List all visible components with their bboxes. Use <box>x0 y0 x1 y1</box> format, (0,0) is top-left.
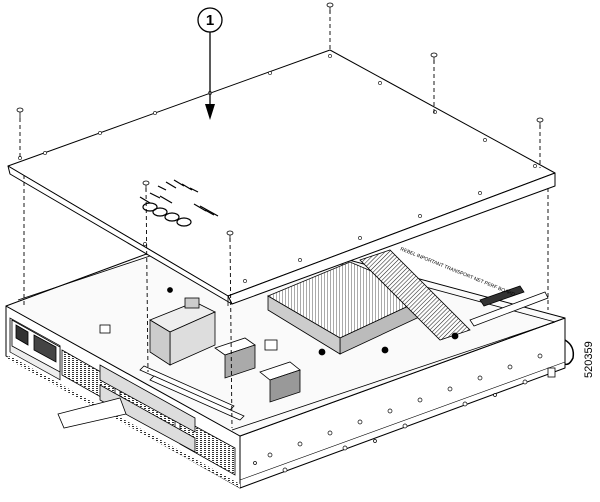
cover-surface <box>7 49 556 297</box>
callout-1: 1 <box>197 7 223 120</box>
screw-guides <box>19 10 549 429</box>
front-panel <box>6 317 240 488</box>
cover-holes <box>18 54 537 283</box>
screws <box>16 2 544 241</box>
screw <box>226 230 234 241</box>
rear-vent <box>359 249 471 341</box>
side-handle <box>564 339 575 366</box>
screw <box>536 117 544 128</box>
callout-arrow-head <box>205 104 215 120</box>
screw <box>142 180 150 191</box>
screw <box>326 2 334 13</box>
callout-number: 1 <box>206 12 214 29</box>
screw <box>430 52 438 63</box>
side-connector <box>547 367 556 378</box>
figure-id: 520359 <box>583 341 595 378</box>
pull-tab <box>57 397 127 429</box>
side-wall-holes <box>253 353 543 473</box>
cover-left-flange <box>7 165 233 305</box>
screw <box>16 107 24 118</box>
top-cover <box>7 49 556 306</box>
internal-components <box>99 249 549 421</box>
logo-mark <box>139 179 219 227</box>
